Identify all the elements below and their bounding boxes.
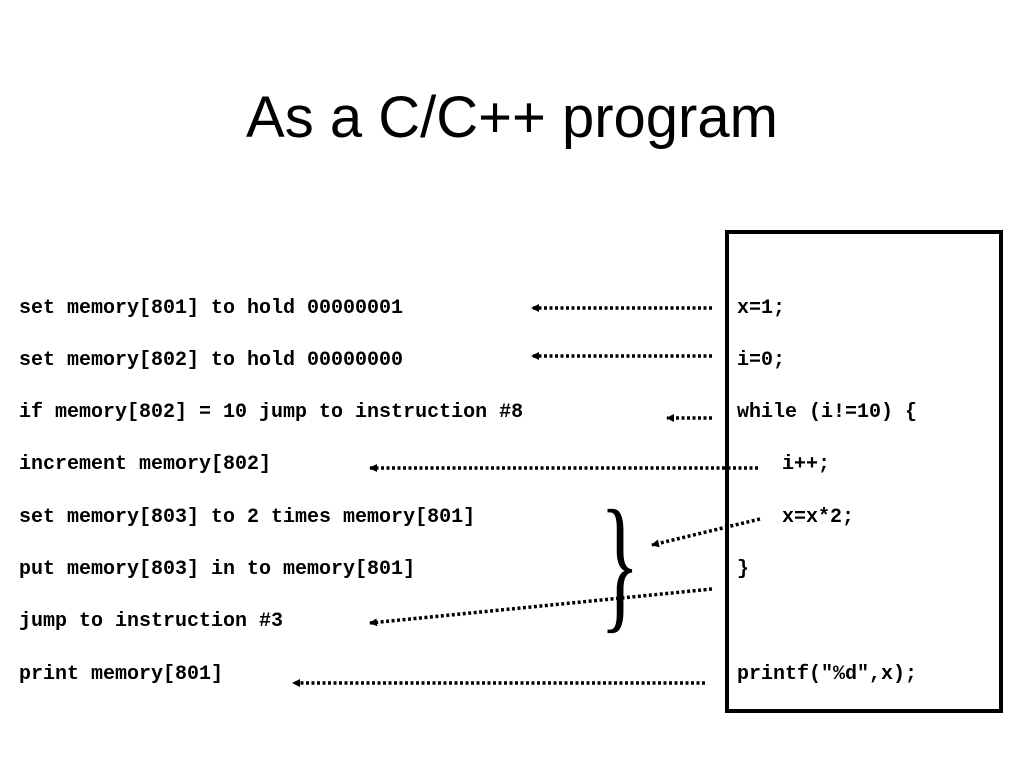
machine-line-5: set memory[803] to 2 times memory[801]	[19, 506, 476, 529]
machine-line-8: print memory[801]	[19, 663, 224, 686]
code-line-4: i++;	[782, 453, 831, 476]
code-line-2: i=0;	[737, 349, 786, 372]
code-line-7: printf("%d",x);	[737, 663, 918, 686]
machine-line-6: put memory[803] in to memory[801]	[19, 558, 416, 581]
machine-line-3: if memory[802] = 10 jump to instruction …	[19, 401, 524, 424]
machine-line-2: set memory[802] to hold 00000000	[19, 349, 404, 372]
code-line-3: while (i!=10) {	[737, 401, 918, 424]
arrow-jump	[369, 587, 713, 627]
code-box	[725, 230, 1003, 713]
machine-line-7: jump to instruction #3	[19, 610, 284, 633]
code-line-5: x=x*2;	[782, 506, 855, 529]
grouping-brace: }	[600, 480, 640, 646]
machine-line-1: set memory[801] to hold 00000001	[19, 297, 404, 320]
slide-title: As a C/C++ program	[246, 85, 778, 150]
machine-line-4: increment memory[802]	[19, 453, 272, 476]
code-line-1: x=1;	[737, 297, 786, 320]
code-line-6: }	[737, 558, 750, 581]
